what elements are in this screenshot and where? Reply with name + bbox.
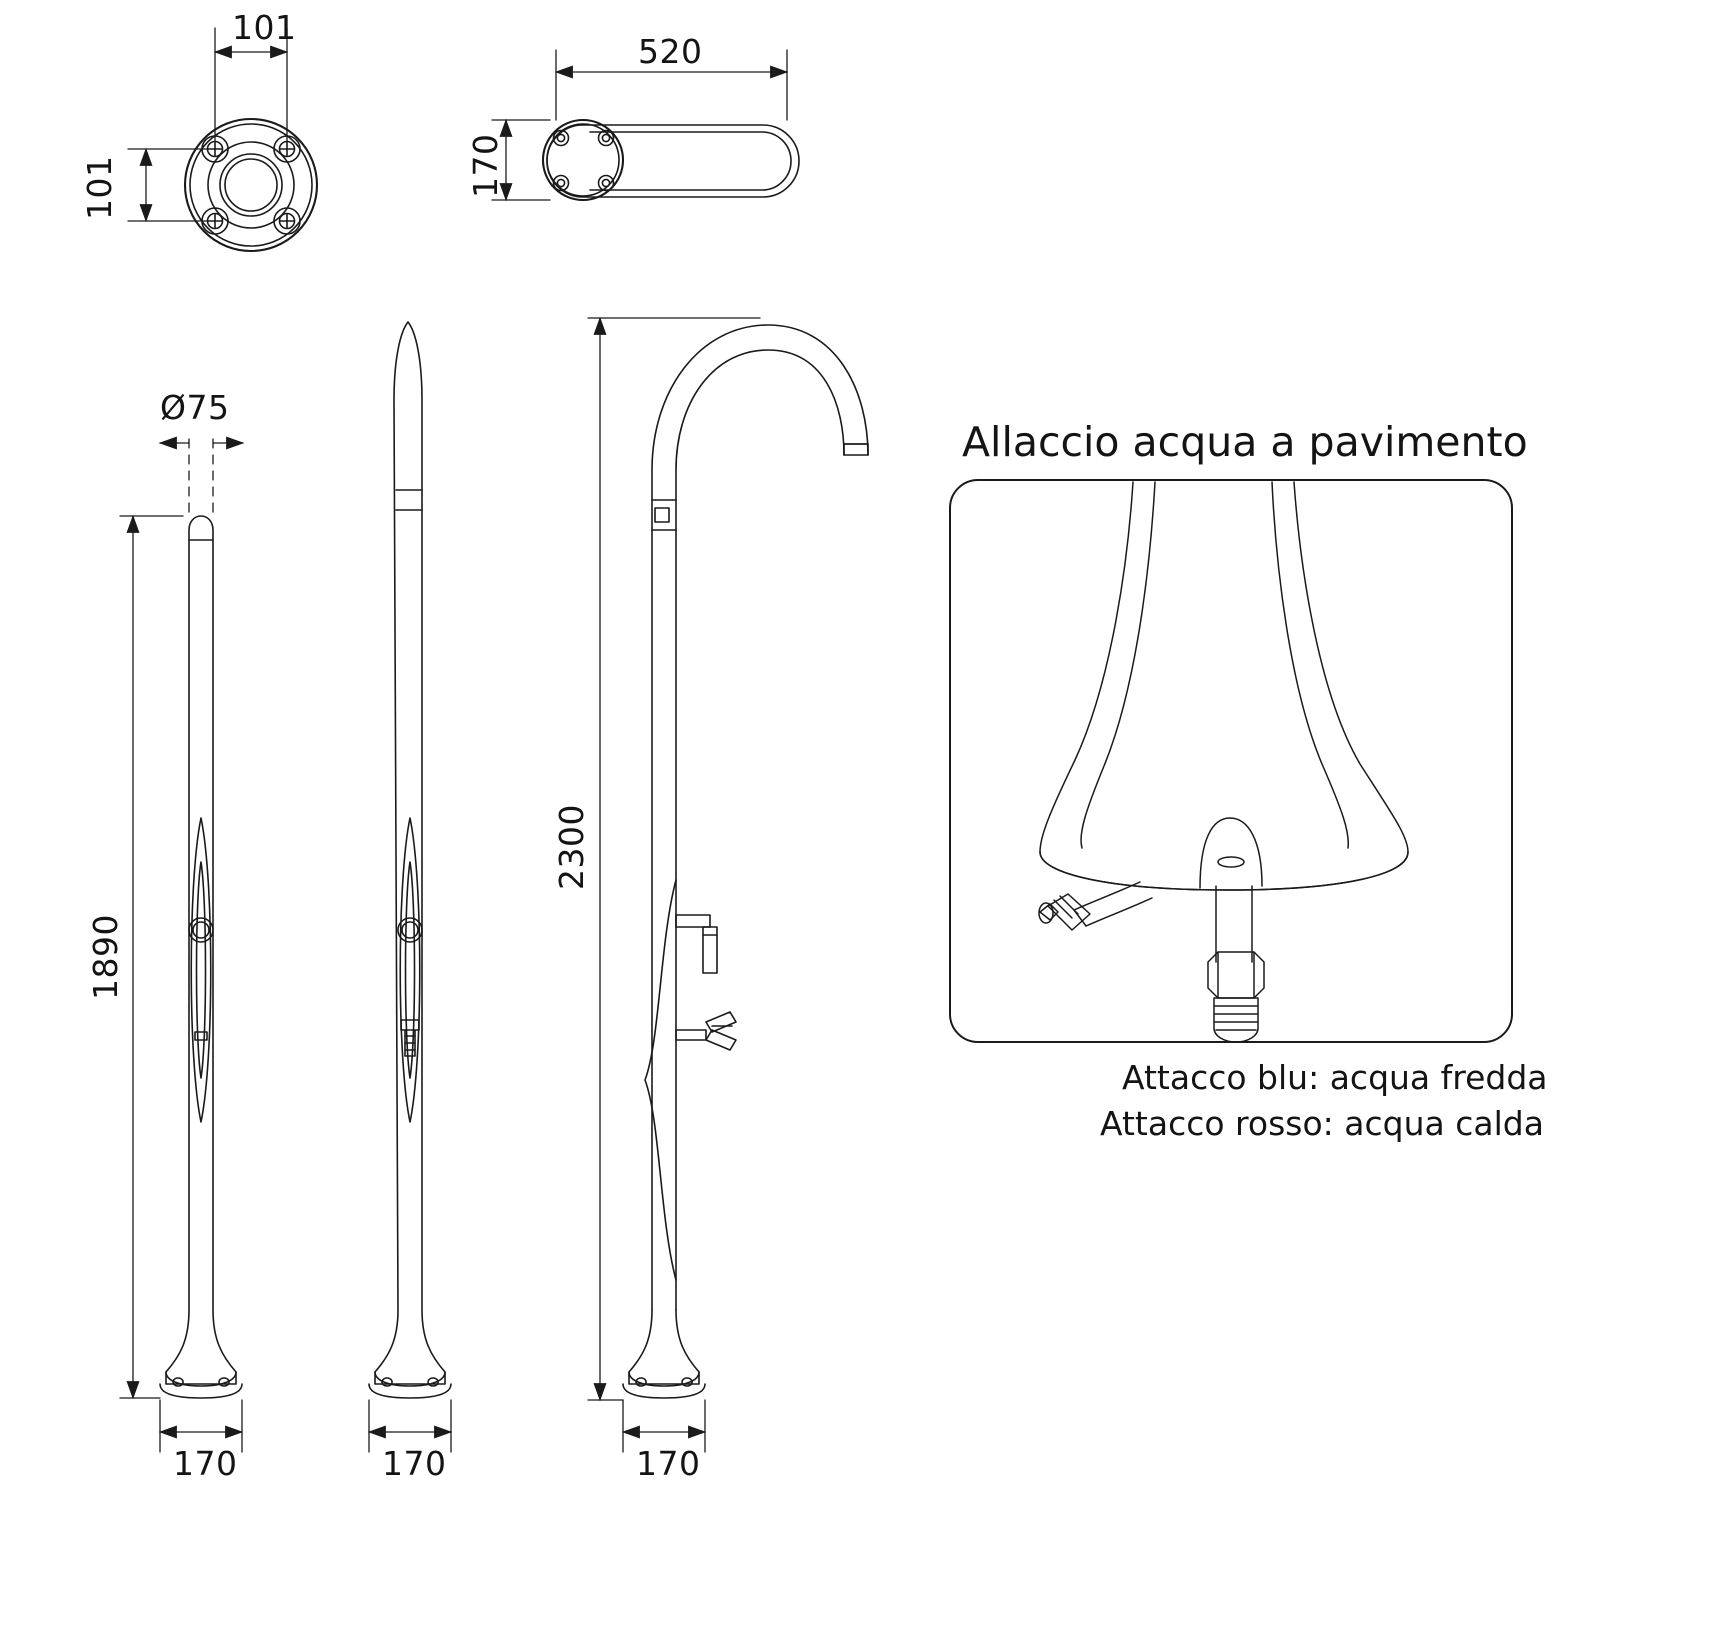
- top-view-dimension-lines: [491, 49, 789, 202]
- dim-top-base-diameter: 170: [466, 133, 505, 199]
- front-elevation-dimension-lines: [119, 431, 245, 1453]
- plan-base-flange-geometry: [183, 117, 319, 253]
- dim-front-column-height: 1890: [86, 914, 125, 1000]
- dim-gooseneck-base-width: 170: [636, 1444, 701, 1483]
- plan-base-dimension-lines: [127, 27, 289, 223]
- detail-caption-red: Attacco rosso: acqua calda: [1100, 1104, 1544, 1143]
- dim-gooseneck-overall-height: 2300: [552, 804, 591, 890]
- dim-front-column-diameter: Ø75: [160, 388, 230, 427]
- side-elevation-geometry: [368, 321, 452, 1399]
- dim-plan-bolt-spacing-horizontal: 101: [232, 8, 297, 47]
- dim-side-base-width: 170: [382, 1444, 447, 1483]
- top-view-arm-geometry: [541, 118, 800, 202]
- side-elevation-dimension-lines: [367, 1399, 453, 1453]
- dim-front-base-width: 170: [173, 1444, 238, 1483]
- detail-illustration: [1038, 481, 1409, 1043]
- detail-callout-box: [949, 479, 1513, 1043]
- dim-plan-bolt-spacing-vertical: 101: [80, 155, 119, 221]
- detail-title: Allaccio acqua a pavimento: [962, 418, 1528, 466]
- gooseneck-elevation-geometry: [622, 324, 869, 1399]
- detail-caption-blue: Attacco blu: acqua fredda: [1122, 1058, 1548, 1097]
- gooseneck-elevation-dimension-lines: [587, 316, 761, 1453]
- dim-top-arm-reach: 520: [638, 32, 703, 71]
- front-elevation-geometry: [159, 515, 243, 1399]
